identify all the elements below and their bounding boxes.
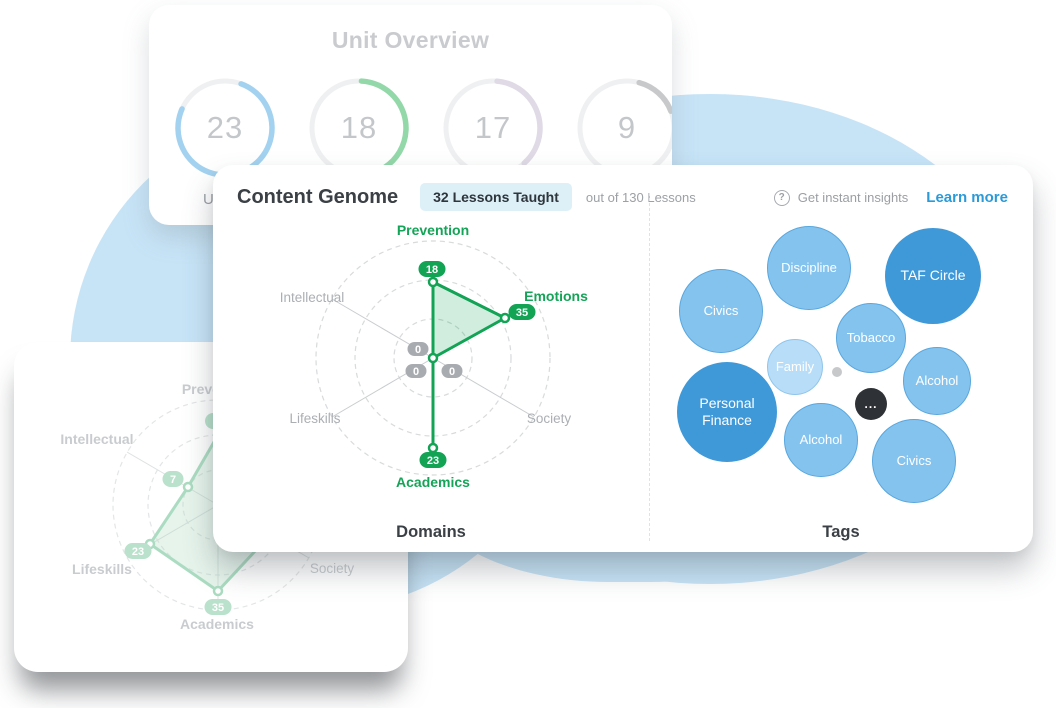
radar-ring	[354, 279, 512, 437]
axis-label: Intellectual	[60, 431, 133, 447]
value-badge-text: 23	[132, 546, 144, 558]
section-divider	[649, 193, 650, 541]
value-badge	[419, 452, 447, 468]
domains-radar-chart: 18 35 0 23 0 0 PreventionEmotionsSocietyAcadem…	[280, 222, 588, 490]
value-badge	[204, 599, 232, 615]
value-badge-text: 35	[212, 602, 224, 614]
radar-spoke	[331, 357, 434, 418]
radar-vertex-marker	[212, 585, 224, 597]
content-genome-card: Content Genome 32 Lessons Taught out of …	[213, 165, 1033, 552]
value-badge-text: 7	[170, 474, 176, 486]
radar-ring	[393, 318, 473, 398]
tag-bubble-label: Civics	[703, 302, 739, 318]
lessons-caption: out of 130 Lessons	[585, 189, 696, 205]
tag-bubble-civics: Civics	[872, 419, 956, 503]
axis-label: Emotions	[524, 288, 588, 304]
header-actions: ? Get instant insights Learn more	[773, 189, 1008, 206]
radar-spoke	[432, 357, 535, 418]
radar-spoke	[331, 298, 434, 359]
tag-bubble-label: Civics	[896, 452, 932, 468]
unit-overview-title: Unit Overview	[331, 27, 490, 53]
radar-vertex-marker	[427, 442, 439, 454]
gauge-arc	[175, 78, 275, 178]
tag-bubble-alcohol: Alcohol	[903, 347, 971, 415]
tag-bubble-personal-finance: Personal Finance	[677, 362, 777, 462]
radar-vertex-marker	[499, 312, 511, 324]
radar-ring	[315, 240, 551, 476]
tag-bubble-discipline: Discipline	[767, 226, 851, 310]
gauge-value: 18	[340, 110, 378, 145]
axis-label: Lifeskills	[72, 561, 132, 577]
value-badge-text: 18	[426, 264, 438, 276]
tag-bubble-label: TAF Circle	[900, 267, 966, 284]
gauge-value: 9	[617, 110, 637, 145]
gauge-arc	[443, 78, 543, 178]
tag-bubble-civics: Civics	[679, 269, 763, 353]
value-badge	[162, 471, 184, 487]
content-genome-title: Content Genome	[237, 185, 399, 208]
value-badge-text: 0	[413, 366, 419, 378]
tag-bubble-label: Tobacco	[846, 329, 896, 345]
learn-more-link[interactable]: Learn more	[926, 189, 1008, 206]
tag-bubble-label: Discipline	[781, 259, 837, 275]
tag-bubble-tobacco: Tobacco	[836, 303, 906, 373]
tag-bubble-label: Family	[775, 358, 815, 374]
axis-label: Intellectual	[280, 290, 345, 305]
gauge-label-fragment: U	[203, 191, 214, 208]
tag-bubble--: ...	[855, 388, 887, 420]
tag-bubble-label: ...	[864, 396, 878, 411]
lessons-taught-badge: 32 Lessons Taught	[420, 183, 572, 211]
value-badge	[405, 364, 427, 378]
value-badge-text: 0	[449, 366, 455, 378]
gauge-arc	[309, 78, 409, 178]
value-badge	[441, 364, 463, 378]
tag-bubble-label: Alcohol	[799, 431, 843, 447]
gauge-value: 17	[474, 110, 512, 145]
axis-label: Prevention	[397, 222, 469, 238]
radar-vertex-marker	[427, 276, 439, 288]
radar-vertex-marker	[182, 481, 194, 493]
tag-bubble-label: Personal Finance	[699, 394, 755, 429]
axis-label: Academics	[396, 474, 470, 490]
radar-polygon	[431, 280, 507, 450]
value-badge	[418, 261, 446, 277]
tag-bubble-alcohol: Alcohol	[784, 403, 858, 477]
content-genome-header: Content Genome 32 Lessons Taught out of …	[237, 183, 696, 211]
tag-bubble-dot	[832, 367, 842, 377]
gauge-value: 23	[206, 110, 244, 145]
axis-label: Lifeskills	[289, 411, 340, 426]
value-badge-text: 23	[427, 455, 439, 467]
value-badge	[407, 342, 429, 356]
axis-label: Society	[310, 561, 355, 576]
value-badge	[124, 543, 152, 559]
help-circle-icon[interactable]: ?	[773, 189, 790, 206]
axis-label: Society	[527, 411, 572, 426]
radar-center-marker	[427, 352, 439, 364]
value-badge-text: 35	[516, 307, 528, 319]
tag-bubble-label: Alcohol	[915, 372, 959, 388]
gauge-arc	[577, 78, 672, 178]
tag-bubble-taf-circle: TAF Circle	[885, 228, 981, 324]
domains-section-title: Domains	[396, 523, 466, 541]
axis-label: Academics	[180, 616, 254, 632]
value-badge	[508, 304, 536, 320]
value-badge-text: 0	[415, 344, 421, 356]
tags-section-title: Tags	[822, 523, 860, 541]
get-insights-label[interactable]: Get instant insights	[797, 190, 909, 205]
tag-bubble-family: Family	[767, 339, 823, 395]
